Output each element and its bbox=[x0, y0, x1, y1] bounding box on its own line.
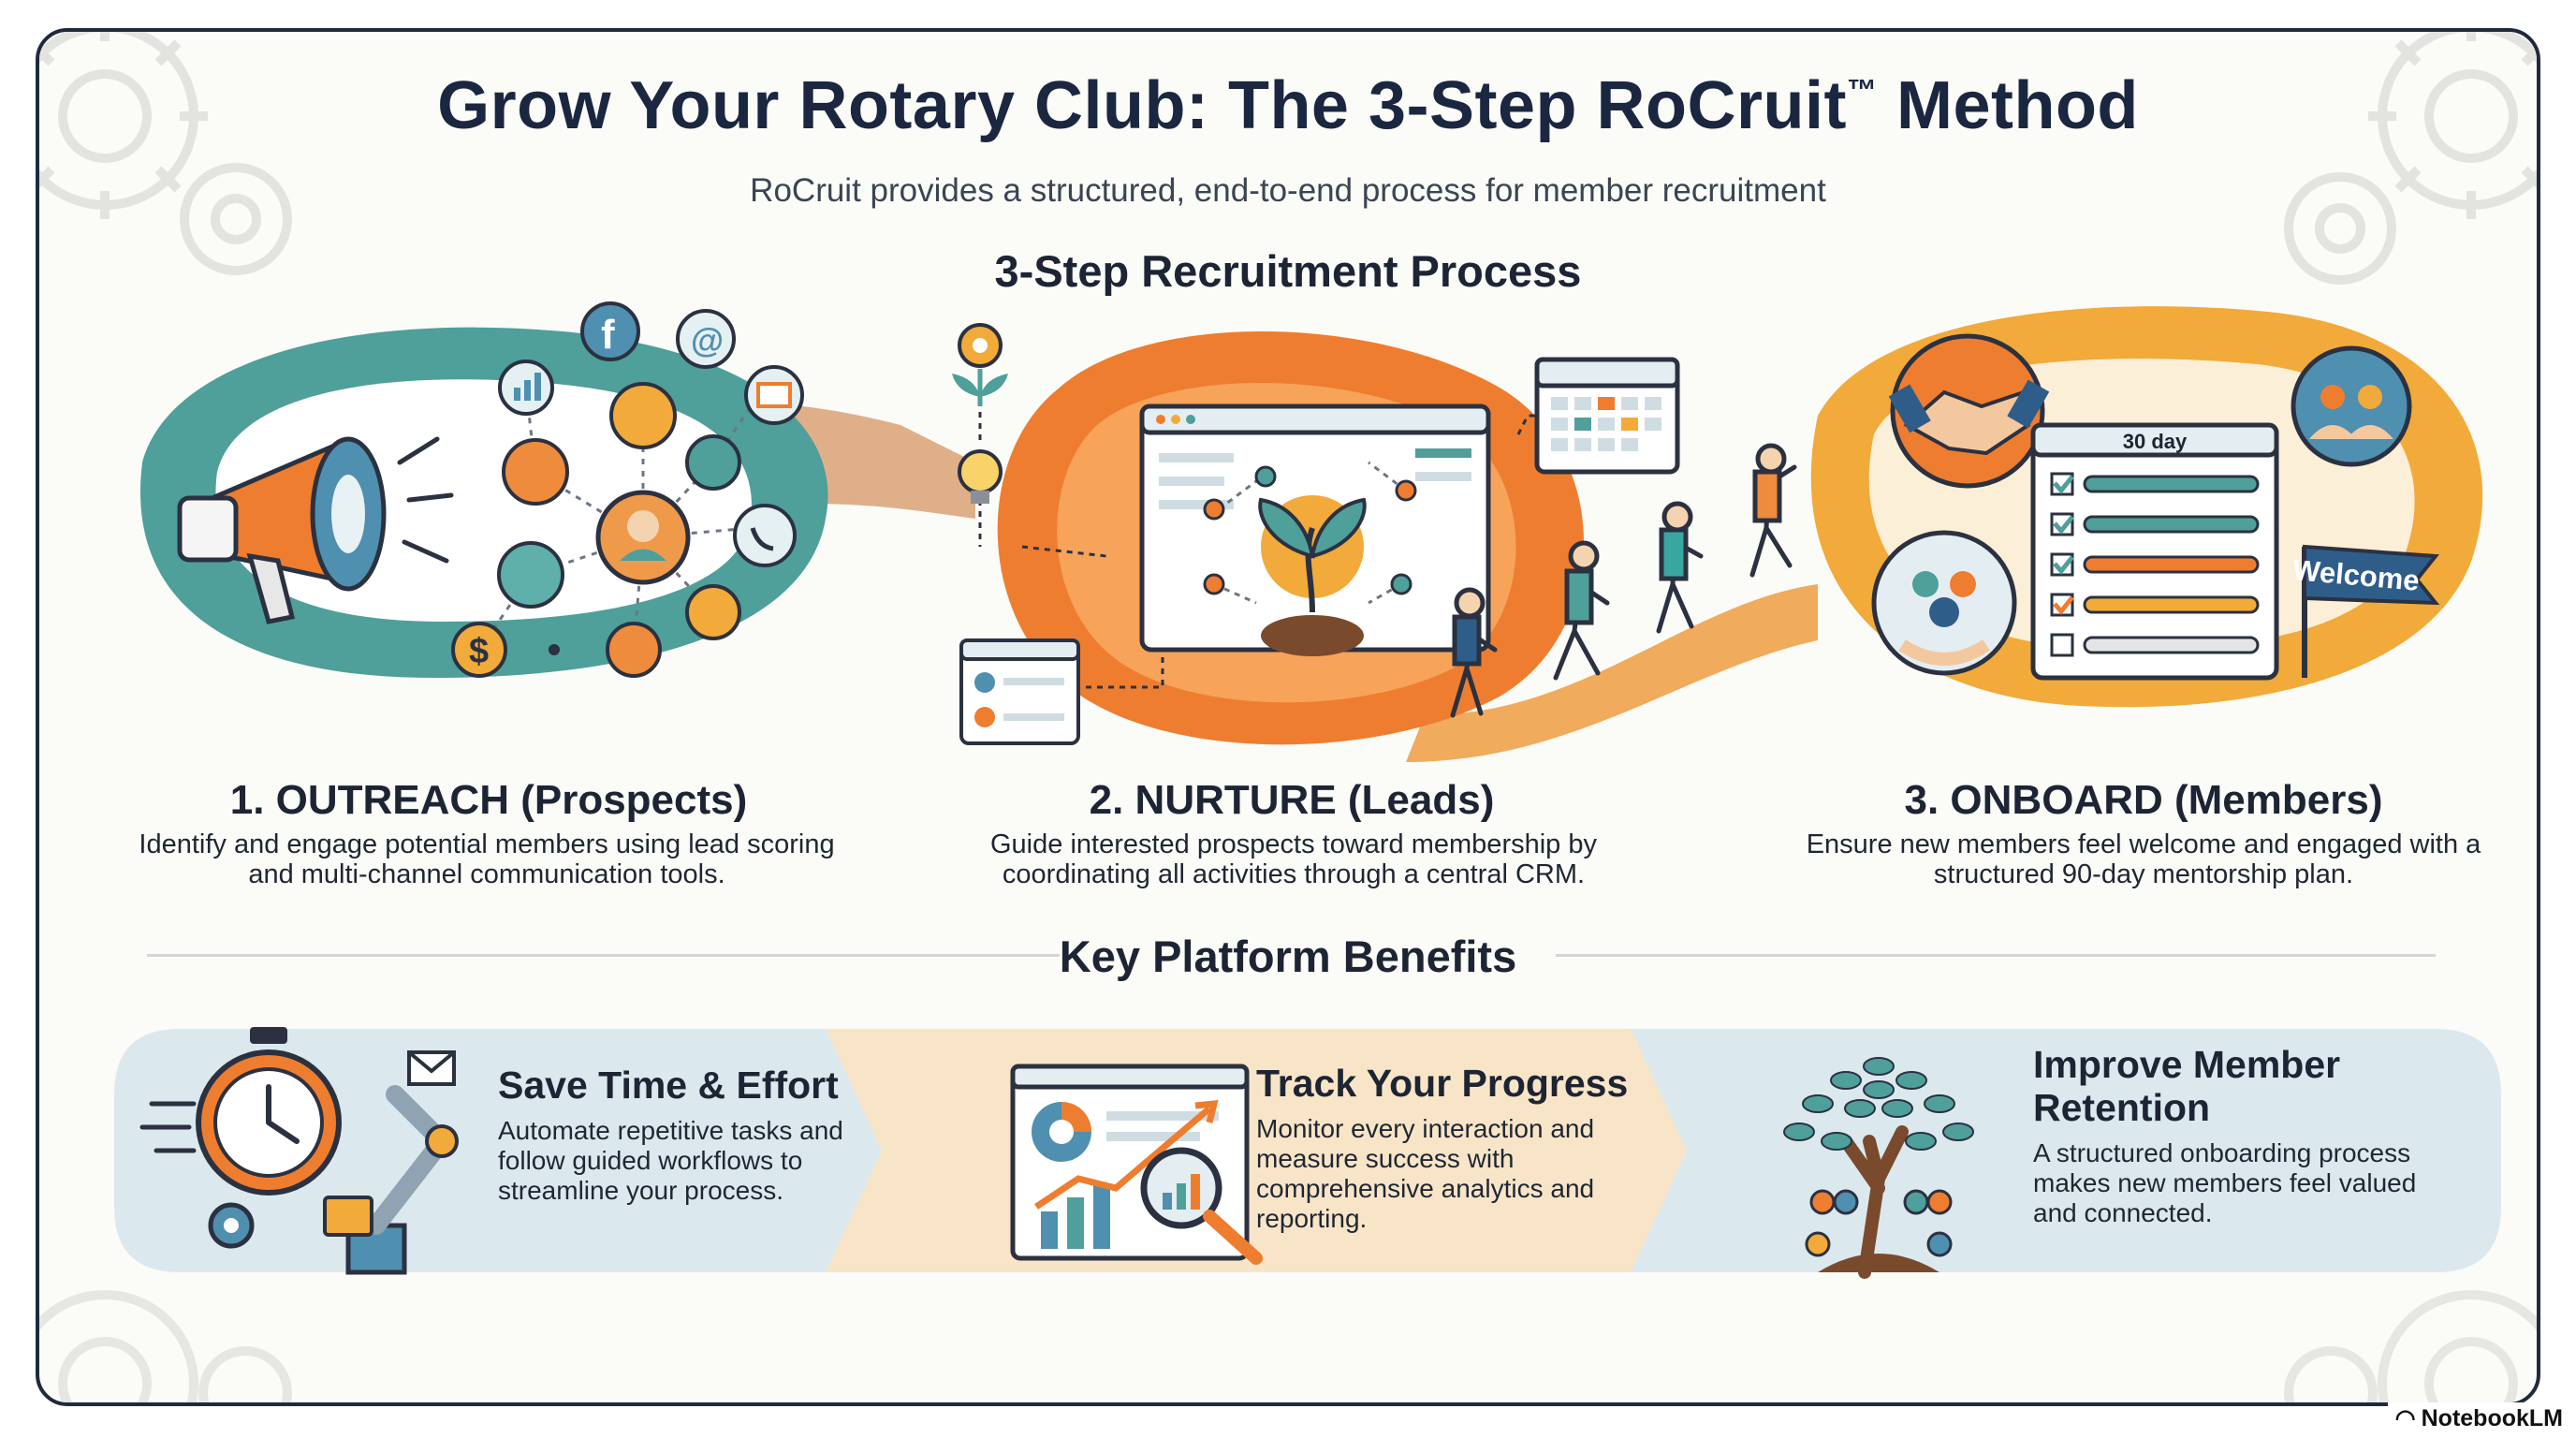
walking-people-icon bbox=[1450, 443, 1797, 718]
benefit-title-save-time: Save Time & Effort bbox=[498, 1064, 839, 1107]
analytics-icon bbox=[1010, 1064, 1263, 1265]
community-icon bbox=[1871, 530, 2017, 676]
benefit-title-track-progress: Track Your Progress bbox=[1256, 1062, 1629, 1105]
gear-icon bbox=[39, 1290, 292, 1402]
benefit-desc-track-progress: Monitor every interaction and measure su… bbox=[1256, 1114, 1595, 1233]
infographic-frame: Grow Your Rotary Club: The 3-Step RoCrui… bbox=[36, 28, 2540, 1406]
benefit-title-retention: Improve Member Retention bbox=[2033, 1043, 2341, 1129]
page-subtitle: RoCruit provides a structured, end-to-en… bbox=[750, 172, 1826, 209]
onboarding-checklist bbox=[2030, 422, 2279, 681]
nurture-flow bbox=[952, 323, 1537, 745]
divider-left bbox=[147, 954, 1060, 957]
process-illustration: f @ $ bbox=[139, 301, 2483, 762]
svg-text:$: $ bbox=[469, 632, 489, 671]
notebooklm-badge: ◠ NotebookLM bbox=[2387, 1402, 2570, 1434]
crm-dashboard-icon bbox=[1139, 404, 1491, 656]
step-desc-nurture: Guide interested prospects toward member… bbox=[990, 829, 1597, 889]
benefit-desc-retention: A structured onboarding process makes ne… bbox=[2033, 1138, 2417, 1227]
benefits-band bbox=[114, 1027, 2501, 1279]
step-title-outreach: 1. OUTREACH (Prospects) bbox=[229, 777, 748, 823]
benefits-heading: Key Platform Benefits bbox=[1059, 932, 1517, 981]
gear-icon bbox=[2284, 1290, 2537, 1402]
gear-icon bbox=[2284, 32, 2537, 285]
megaphone-icon bbox=[177, 436, 454, 624]
gear-icon bbox=[39, 32, 292, 275]
calendar-icon bbox=[1534, 357, 1680, 475]
step-title-nurture: 2. NURTURE (Leads) bbox=[1089, 777, 1495, 823]
tree-icon bbox=[1783, 1057, 1974, 1279]
step-desc-onboard: Ensure new members feel welcome and enga… bbox=[1806, 829, 2481, 889]
benefit-desc-save-time: Automate repetitive tasks and follow gui… bbox=[498, 1116, 843, 1205]
stopwatch-icon bbox=[139, 1027, 342, 1196]
process-ribbon bbox=[1406, 584, 1818, 762]
prospect-network: f @ $ bbox=[451, 301, 804, 678]
member-group-icon bbox=[2291, 345, 2412, 467]
step-desc-outreach: Identify and engage potential members us… bbox=[139, 829, 835, 889]
notebooklm-label: NotebookLM bbox=[2421, 1404, 2563, 1431]
page-title: Grow Your Rotary Club: The 3-Step RoCrui… bbox=[437, 68, 2139, 143]
welcome-flag-icon bbox=[2302, 544, 2440, 678]
svg-text:f: f bbox=[601, 312, 615, 358]
divider-right bbox=[1556, 954, 2436, 957]
onboard-day-label: 30 day bbox=[2122, 430, 2188, 453]
robot-arm-icon bbox=[208, 1050, 459, 1275]
handshake-icon bbox=[1888, 333, 2050, 489]
process-heading: 3-Step Recruitment Process bbox=[994, 246, 1582, 296]
notebooklm-logo-icon: ◠ bbox=[2394, 1405, 2416, 1431]
step-title-onboard: 3. ONBOARD (Members) bbox=[1904, 777, 2383, 823]
svg-text:@: @ bbox=[691, 321, 724, 360]
